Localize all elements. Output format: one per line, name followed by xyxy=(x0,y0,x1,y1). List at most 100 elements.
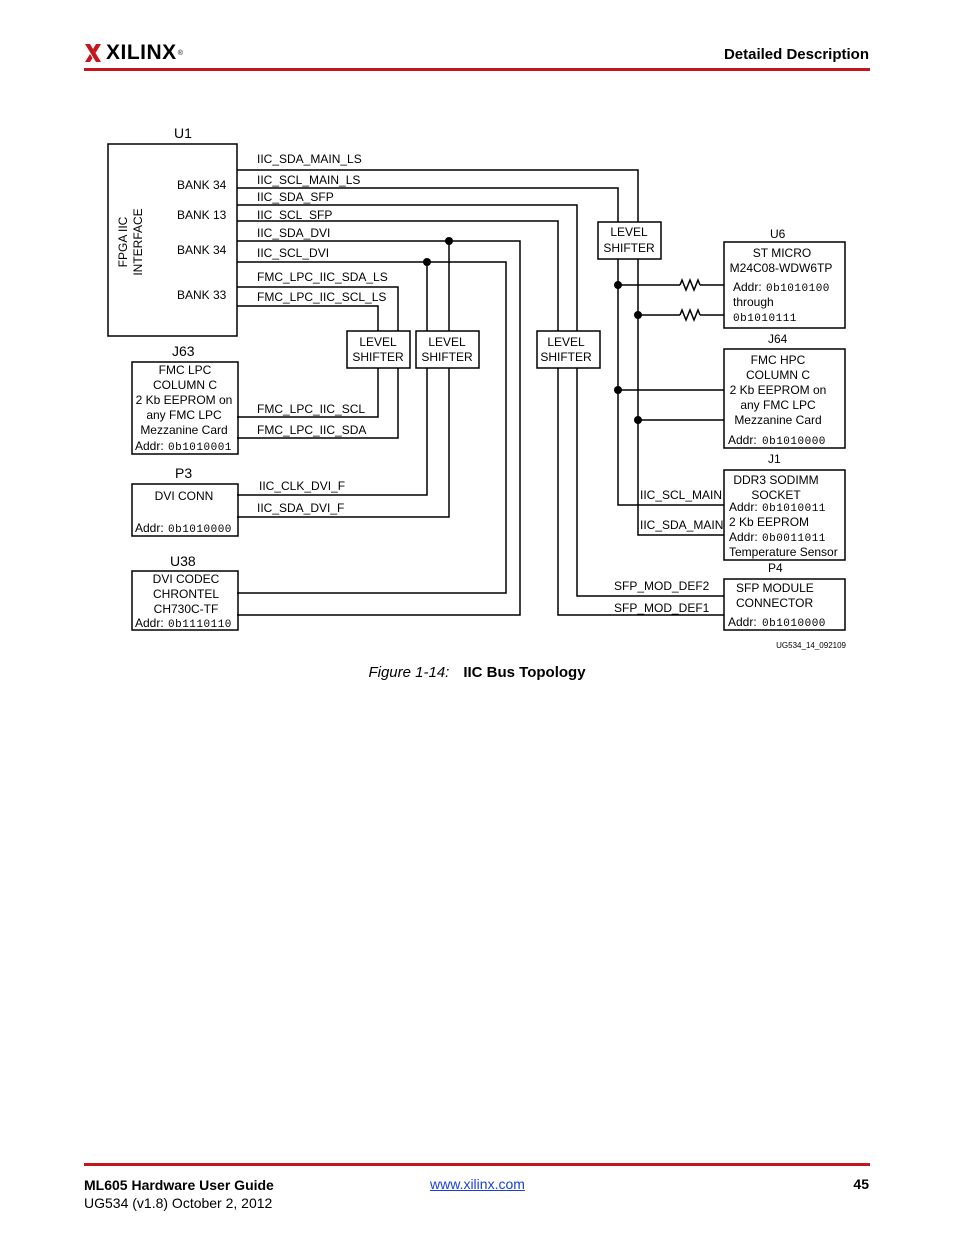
footer-website-link[interactable]: www.xilinx.com xyxy=(430,1176,525,1192)
signal-label: IIC_SCL_SFP xyxy=(257,208,332,222)
p3-addr: 0b1010000 xyxy=(168,524,232,536)
signal-label: IIC_SDA_DVI_F xyxy=(257,501,344,515)
u38-addr: 0b1110110 xyxy=(168,619,232,631)
fpga-label-1: FPGA IIC xyxy=(116,216,130,267)
footer-doc-info: ML605 Hardware User Guide UG534 (v1.8) O… xyxy=(84,1176,274,1212)
signal-label: IIC_CLK_DVI_F xyxy=(259,479,345,493)
level-shifter-label: SHIFTER xyxy=(352,350,404,364)
u38-addr-label: Addr: xyxy=(135,616,164,630)
u38-line: DVI CODEC xyxy=(153,572,220,586)
j64-ref: J64 xyxy=(768,332,788,346)
level-shifter-label: SHIFTER xyxy=(540,350,592,364)
u6-through: through xyxy=(733,295,774,309)
j64-line: COLUMN C xyxy=(746,368,810,382)
j64-box xyxy=(723,348,846,449)
level-shifter-label: LEVEL xyxy=(547,335,585,349)
j64-addr: 0b1010000 xyxy=(762,436,826,448)
signal-label: IIC_SDA_DVI xyxy=(257,226,330,240)
signal-label: IIC_SCL_DVI xyxy=(257,246,329,260)
j1-line: DDR3 SODIMM xyxy=(733,473,818,487)
j63-ref: J63 xyxy=(172,343,195,359)
level-shifter-main xyxy=(597,221,662,260)
j1-addr-label-2: Addr: xyxy=(729,530,758,544)
j1-box xyxy=(723,469,846,561)
bank-label: BANK 34 xyxy=(177,243,227,257)
iic-bus-topology-diagram: U1 FPGA IIC INTERFACE BANK 34 BANK 13 BA… xyxy=(107,125,847,650)
u6-ref: U6 xyxy=(770,227,786,241)
junction-dots xyxy=(423,237,642,424)
p3-addr-label: Addr: xyxy=(135,521,164,535)
figure-number: Figure 1-14: xyxy=(368,664,450,681)
logo-text: XILINX xyxy=(106,41,177,64)
page-number: 45 xyxy=(853,1176,869,1192)
signal-label: SFP_MOD_DEF2 xyxy=(614,579,710,593)
signal-label: FMC_LPC_IIC_SCL_LS xyxy=(257,290,386,304)
j1-ref: J1 xyxy=(768,452,781,466)
j63-line: Mezzanine Card xyxy=(140,423,227,437)
signal-label: SFP_MOD_DEF1 xyxy=(614,601,710,615)
level-shifter-label: SHIFTER xyxy=(603,241,655,255)
logo-registered-mark: ® xyxy=(177,49,183,57)
p4-line: SFP MODULE xyxy=(736,581,814,595)
u6-line: ST MICRO xyxy=(753,246,811,260)
level-shifter-label: LEVEL xyxy=(428,335,466,349)
j1-line4: Temperature Sensor xyxy=(729,545,838,559)
j1-addr: 0b1010011 xyxy=(762,503,826,515)
u38-box xyxy=(131,570,239,631)
p3-line: DVI CONN xyxy=(155,489,214,503)
signal-label: IIC_SCL_MAIN_LS xyxy=(257,173,360,187)
p4-ref: P4 xyxy=(768,561,783,575)
bank-label: BANK 34 xyxy=(177,178,227,192)
footer-doc-title: ML605 Hardware User Guide xyxy=(84,1177,274,1193)
signal-label: FMC_LPC_IIC_SDA xyxy=(257,423,366,437)
j63-addr-label: Addr: xyxy=(135,439,164,453)
figure-title: IIC Bus Topology xyxy=(463,664,586,681)
fpga-label-2: INTERFACE xyxy=(131,208,145,275)
j1-addr2: 0b0011011 xyxy=(762,533,826,545)
j64-line: FMC HPC xyxy=(751,353,806,367)
j63-line: FMC LPC xyxy=(159,363,212,377)
figure-caption: Figure 1-14: IIC Bus Topology xyxy=(0,664,954,681)
bank-label: BANK 13 xyxy=(177,208,227,222)
u38-line: CHRONTEL xyxy=(153,587,219,601)
j64-line: any FMC LPC xyxy=(740,398,816,412)
j64-line: 2 Kb EEPROM on xyxy=(730,383,827,397)
u1-ref: U1 xyxy=(174,125,192,141)
signal-label: IIC_SDA_MAIN_LS xyxy=(257,152,362,166)
p4-addr: 0b1010000 xyxy=(762,618,826,630)
u1-box xyxy=(107,143,238,337)
xilinx-logo: XILINX ® xyxy=(84,40,183,66)
signal-label: FMC_LPC_IIC_SCL xyxy=(257,402,365,416)
j1-addr-label: Addr: xyxy=(729,500,758,514)
footer-doc-id: UG534 (v1.8) October 2, 2012 xyxy=(84,1195,273,1211)
u6-addr2: 0b1010111 xyxy=(733,313,797,325)
j64-addr-label: Addr: xyxy=(728,433,757,447)
j63-addr: 0b1010001 xyxy=(168,442,232,454)
drawing-id: UG534_14_092109 xyxy=(776,641,846,650)
u6-addr: 0b1010100 xyxy=(766,283,830,295)
footer-rule xyxy=(84,1163,870,1166)
signal-label: IIC_SDA_SFP xyxy=(257,190,334,204)
j63-line: COLUMN C xyxy=(153,378,217,392)
signal-label: IIC_SDA_MAIN xyxy=(640,518,723,532)
p4-addr-label: Addr: xyxy=(728,615,757,629)
u6-line: M24C08-WDW6TP xyxy=(730,261,833,275)
section-title: Detailed Description xyxy=(723,46,869,63)
p4-box xyxy=(723,578,846,631)
u6-addr-label: Addr: xyxy=(733,280,762,294)
level-shifter-sfp xyxy=(536,330,601,369)
j1-line: SOCKET xyxy=(751,488,801,502)
level-shifter-dvi xyxy=(415,330,480,369)
u38-ref: U38 xyxy=(170,553,196,569)
level-shifter-label: LEVEL xyxy=(610,225,648,239)
bus-wires xyxy=(237,169,724,616)
p4-line: CONNECTOR xyxy=(736,596,813,610)
signal-label: IIC_SCL_MAIN xyxy=(640,488,722,502)
bank-label: BANK 33 xyxy=(177,288,227,302)
level-shifter-label: SHIFTER xyxy=(421,350,473,364)
xilinx-logo-icon xyxy=(85,44,101,62)
p3-box xyxy=(131,483,239,537)
level-shifter-label: LEVEL xyxy=(359,335,397,349)
signal-label: FMC_LPC_IIC_SDA_LS xyxy=(257,270,388,284)
j63-box xyxy=(131,361,239,455)
